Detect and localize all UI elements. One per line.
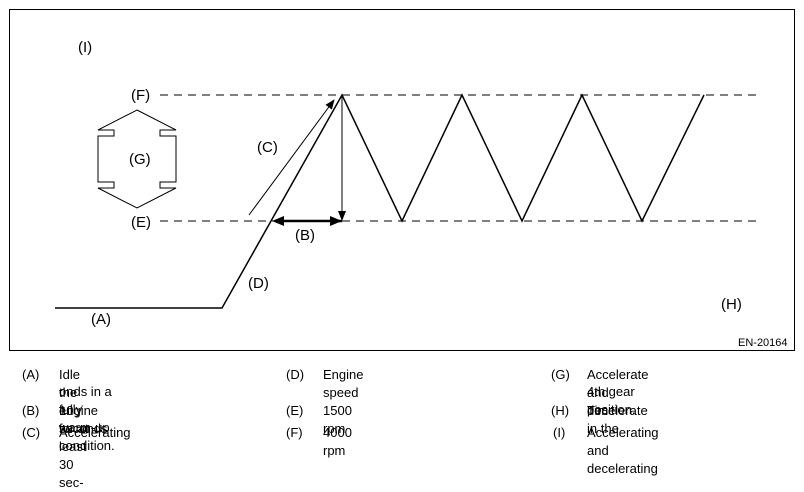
label-a: (A) [91,311,111,328]
label-c: (C) [257,139,278,156]
diagram-frame [9,9,795,351]
legend-text-c: Accelerating [59,425,131,440]
legend-key-h: (H) [551,403,570,418]
legend-text-g-line1: Accelerate and decelerate in the [587,367,649,436]
label-d: (D) [248,275,269,292]
legend-text-i: Accelerating and decelerating [587,425,659,476]
label-b: (B) [295,227,315,244]
label-f: (F) [131,87,150,104]
legend-text-h: Time [587,403,616,418]
legend-key-g: (G) [551,367,570,382]
ten-second-arrow-right-head [330,216,342,226]
legend-key-i: (I) [553,425,566,440]
label-g: (G) [129,151,151,168]
legend-key-a: (A) [22,367,40,382]
label-e: (E) [131,214,151,231]
legend-text-d: Engine speed [323,367,364,400]
accelerating-arrow [248,99,335,216]
legend-key-f: (F) [286,425,303,440]
legend-text-b: 10 seconds [59,403,108,436]
ten-second-arrow-left-head [272,216,284,226]
gear-position-cross-icon [97,109,177,209]
label-h: (H) [721,296,742,313]
engine-speed-trace [55,93,705,309]
legend-key-e: (E) [286,403,304,418]
legend-key-c: (C) [22,425,41,440]
legend-key-d: (D) [286,367,305,382]
engine-speed-diagram: (I) (F) (G) (E) (C) (B) (D) (A) (H) EN-2… [55,39,788,349]
legend-key-b: (B) [22,403,40,418]
legend-text-e: 1500 rpm [323,403,352,436]
legend-text-f: 4000 rpm [323,425,352,458]
label-i: (I) [78,39,92,56]
legend-text-g-line2: 4th gear position. [587,384,636,417]
figure-code: EN-20164 [738,337,788,349]
